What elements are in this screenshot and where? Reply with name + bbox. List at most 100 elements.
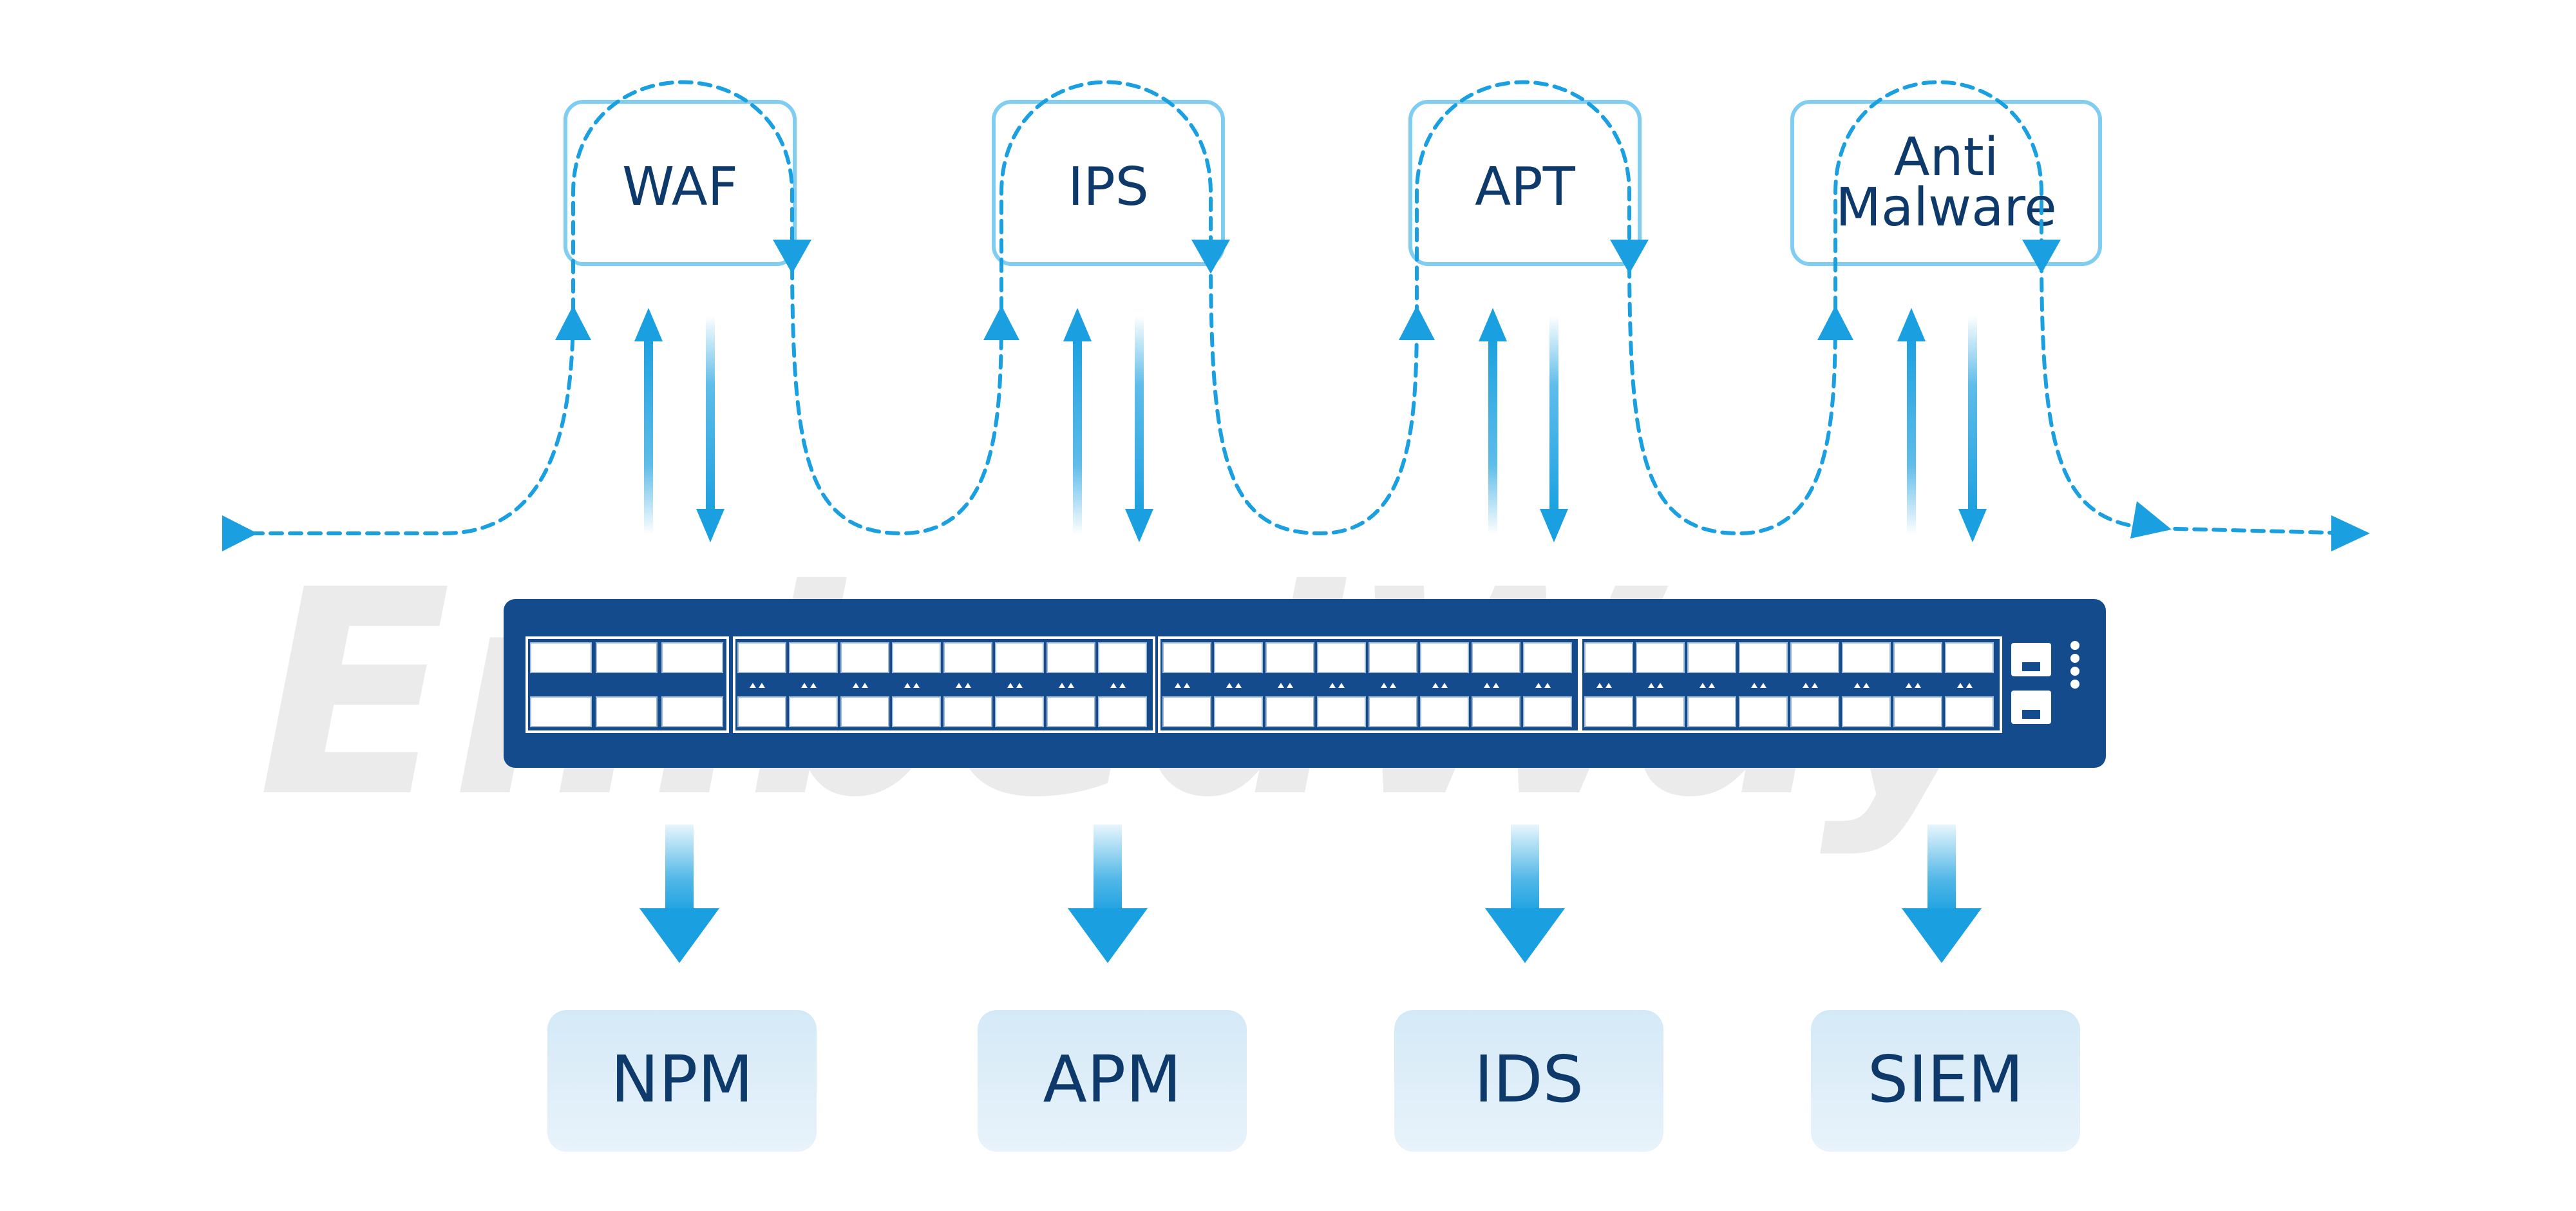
port-led: [1381, 683, 1387, 688]
port-led: [1812, 683, 1818, 688]
port-led: [759, 683, 765, 688]
port-top: [530, 642, 592, 673]
port-led: [1760, 683, 1766, 688]
port-led: [810, 683, 817, 688]
port-top: [737, 642, 786, 673]
port-bottom: [1046, 696, 1095, 727]
port-led: [1287, 683, 1293, 688]
port-led: [1657, 683, 1663, 688]
tool-label-waf: WAF: [622, 157, 738, 218]
down-arrow-shaft-1: [1135, 316, 1144, 515]
port-led: [1338, 683, 1345, 688]
up-arrowhead-2: [1479, 308, 1507, 341]
mirror-arrow-shaft-3: [1927, 825, 1956, 915]
port-led: [1226, 683, 1233, 688]
port-bottom: [840, 696, 889, 727]
inline-arrows: [634, 308, 1987, 542]
port-top: [892, 642, 941, 673]
port-top: [1162, 642, 1211, 673]
tool-box-frame: [1408, 100, 1642, 266]
up-arrow-shaft-3: [1907, 335, 1916, 535]
port-bottom: [1636, 696, 1685, 727]
port-led: [965, 683, 971, 688]
mirror-arrow-shaft-0: [665, 825, 694, 915]
flow-down-arrowhead-2: [1610, 240, 1649, 274]
rj45-port: [2011, 691, 2051, 724]
monitor-label-apm: APM: [1043, 1042, 1182, 1117]
flow-up-arrowhead-2: [1399, 305, 1435, 340]
tool-label-apt: APT: [1475, 157, 1576, 218]
port-group-outline: [1158, 636, 1580, 733]
traffic-flow-path: [249, 80, 2359, 536]
port-bottom: [596, 696, 658, 727]
port-top: [1368, 642, 1417, 673]
bypass-switch: [504, 599, 2106, 768]
port-top: [943, 642, 992, 673]
tool-box-frame: [992, 100, 1225, 266]
port-bottom: [943, 696, 992, 727]
monitor-label-ids: IDS: [1474, 1042, 1584, 1117]
monitor-box-frame: [1811, 1010, 2080, 1152]
monitoring-tool-boxes: NPM APM IDS SIEM: [547, 1010, 2080, 1152]
port-led: [1432, 683, 1439, 688]
tool-box-frame: [1790, 100, 2102, 266]
flow-up-arrowhead-0: [555, 305, 591, 340]
port-led: [1803, 683, 1809, 688]
port-led: [1906, 683, 1912, 688]
down-arrowhead-3: [1958, 509, 1987, 542]
rj45-latch: [2022, 710, 2040, 719]
port-led: [1648, 683, 1654, 688]
flow-down-arrowhead-1: [1191, 240, 1230, 274]
port-top: [1842, 642, 1891, 673]
monitor-box-siem: SIEM: [1811, 1010, 2080, 1152]
port-bottom: [1368, 696, 1417, 727]
monitor-label-siem: SIEM: [1868, 1042, 2023, 1117]
tool-label-anti-malware: Malware: [1835, 177, 2056, 238]
monitor-box-npm: NPM: [547, 1010, 817, 1152]
port-top: [1790, 642, 1839, 673]
tool-box-ips: IPS: [992, 100, 1225, 266]
port-top: [1945, 642, 1994, 673]
switch-chassis: [504, 599, 2106, 768]
port-bottom: [1739, 696, 1788, 727]
tool-box-waf: WAF: [564, 100, 797, 266]
port-led: [1966, 683, 1973, 688]
port-bottom: [892, 696, 941, 727]
port-led: [1596, 683, 1603, 688]
flow-input-arrowhead: [222, 515, 258, 551]
tool-box-apt: APT: [1408, 100, 1642, 266]
port-top: [1739, 642, 1788, 673]
down-arrowhead-1: [1125, 509, 1153, 542]
port-group-outline: [733, 636, 1155, 733]
port-top: [995, 642, 1044, 673]
monitor-box-apm: APM: [978, 1010, 1247, 1152]
port-bottom: [737, 696, 786, 727]
port-group-outline: [526, 636, 729, 733]
port-led: [1278, 683, 1284, 688]
flow-output-arrowhead: [2331, 515, 2370, 551]
port-top: [1523, 642, 1572, 673]
port-led: [913, 683, 920, 688]
down-arrowhead-2: [1540, 509, 1568, 542]
port-led: [1493, 683, 1499, 688]
port-led: [1957, 683, 1964, 688]
port-led: [1544, 683, 1551, 688]
port-led: [1007, 683, 1014, 688]
port-top: [1636, 642, 1685, 673]
port-top: [789, 642, 838, 673]
port-led: [1605, 683, 1612, 688]
mirror-arrowhead-0: [639, 908, 719, 963]
port-bottom: [1687, 696, 1736, 727]
port-led: [956, 683, 962, 688]
flow-up-arrowhead-1: [983, 305, 1019, 340]
status-led: [2070, 654, 2079, 663]
port-led: [1915, 683, 1921, 688]
port-top: [1046, 642, 1095, 673]
port-group-outline: [1580, 636, 2002, 733]
port-led: [1110, 683, 1117, 688]
port-top: [1214, 642, 1263, 673]
down-arrow-shaft-2: [1549, 316, 1558, 515]
management-ports: [2011, 641, 2079, 724]
